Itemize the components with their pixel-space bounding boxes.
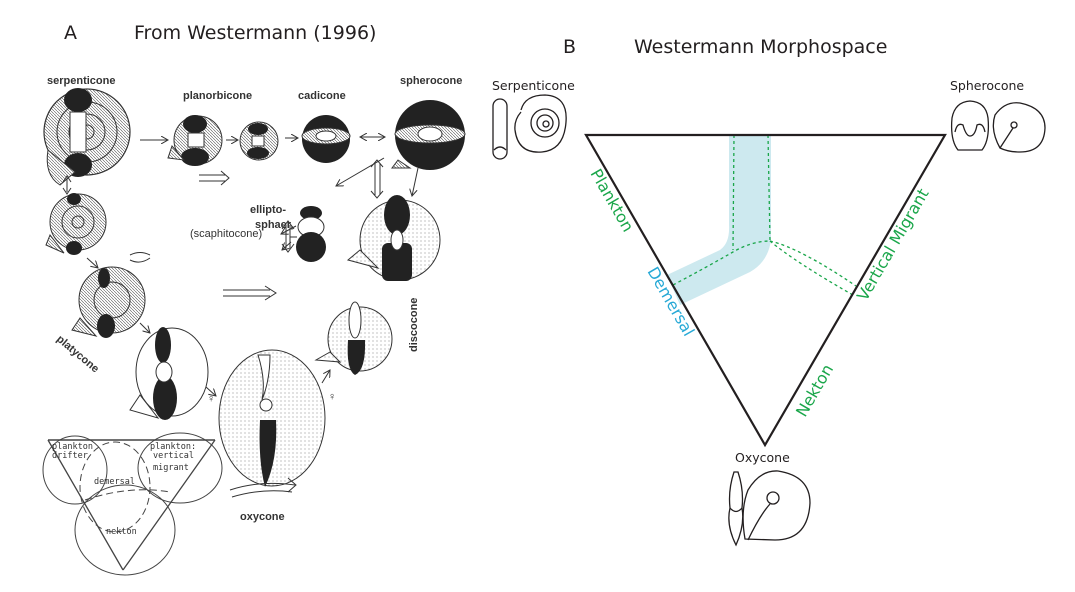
label-oxycone-a: oxycone [240, 511, 285, 523]
platycone-shell [71, 266, 146, 338]
boundary-dashes [672, 134, 857, 296]
demersal-band [667, 135, 771, 305]
intermediate-shell [129, 327, 209, 420]
mini-plankton-drifter-2: drifter [52, 451, 88, 461]
panel-b-title: Westermann Morphospace [634, 36, 888, 58]
panel-a-letter: A [64, 22, 77, 44]
label-discocone: discocone [408, 298, 420, 352]
mini-demersal: demersal [94, 477, 135, 487]
oxycone-shell [218, 349, 326, 498]
vertex-label-oxycone: Oxycone [735, 450, 790, 465]
panel-b-morphospace: Serpenticone Spherocone Oxycone Plankton… [492, 78, 1046, 547]
mini-plankton-vm-2: vertical [153, 451, 194, 461]
panel-b-letter: B [563, 36, 577, 58]
edge-label-plankton: Plankton [587, 166, 638, 236]
label-ellipto: ellipto- [250, 204, 286, 216]
mini-plankton-vm-3: migrant [153, 463, 189, 473]
vertex-label-spherocone: Spherocone [950, 78, 1024, 93]
mini-plankton-drifter-1: plankton [52, 442, 93, 452]
transition-arrows [62, 157, 419, 396]
label-platycone: platycone [54, 333, 101, 375]
label-serpenticone: serpenticone [47, 75, 115, 87]
female-symbol-1: ♀ [207, 393, 215, 405]
female-symbol-2: ♀ [328, 391, 336, 403]
scaphitocone-arrows [281, 220, 297, 253]
edge-label-nekton: Nekton [792, 361, 837, 420]
serpenticone-icon [492, 94, 567, 160]
label-planorbicone: planorbicone [183, 90, 252, 102]
label-cadicone: cadicone [298, 90, 346, 102]
panel-a-title: From Westermann (1996) [134, 22, 377, 44]
vertex-label-serpenticone: Serpenticone [492, 78, 575, 93]
oxycone-icon [728, 470, 811, 547]
elliptosphaer-shell [296, 206, 326, 262]
serpenticone-shell [43, 88, 131, 186]
spherocone-icon [950, 100, 1046, 153]
discocone-shell [314, 301, 393, 375]
mini-plankton-vm-1: plankton: [150, 442, 196, 452]
spherocone-to-discocone-shell [346, 195, 441, 281]
planorbicone-shell [167, 115, 223, 166]
serpenticone-shell-2 [45, 193, 107, 255]
panel-a-illustration: serpenticone planorbicone cadicone [42, 75, 466, 576]
cadicone-shell [301, 115, 351, 163]
planorbicone-shell-2 [239, 121, 279, 161]
mini-nekton: nekton [106, 527, 137, 537]
spherocone-shell [391, 100, 466, 170]
label-spherocone: spherocone [400, 75, 462, 87]
morphospace-triangle [584, 133, 947, 448]
label-scaphitocone: (scaphitocone) [190, 228, 262, 240]
westermann-mini-triangle [42, 432, 223, 576]
edge-label-vertical-migrant: Vertical Migrant [853, 185, 933, 304]
